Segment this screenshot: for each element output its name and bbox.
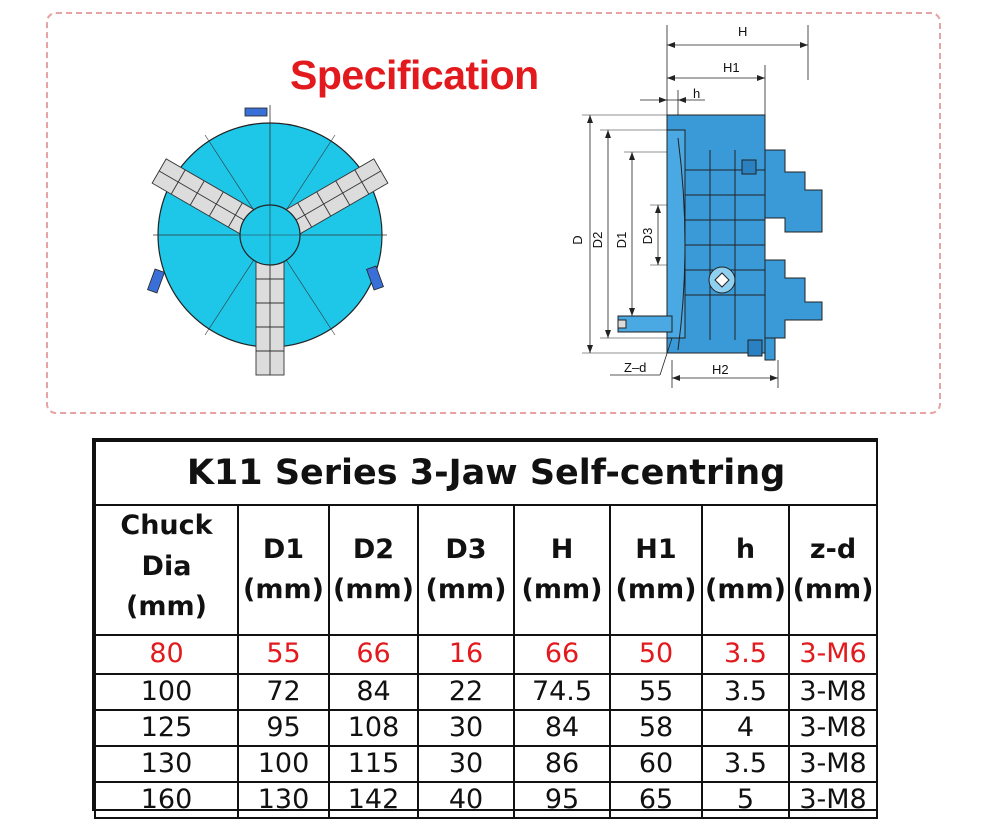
- cell: 80: [94, 634, 239, 675]
- cell: 3.5: [701, 745, 790, 783]
- cell: 125: [94, 709, 239, 747]
- header-d2: D2(mm): [328, 504, 419, 636]
- cell: 3-M8: [787, 745, 879, 783]
- chuck-front-view: [147, 105, 389, 376]
- cell: 3-M8: [787, 673, 879, 711]
- cell: 74.5: [513, 673, 611, 711]
- cell: 40: [417, 781, 515, 819]
- cell: 72: [237, 673, 330, 711]
- dim-label-H1: H1: [723, 60, 740, 75]
- specification-panel: [46, 12, 941, 414]
- cell: 95: [237, 709, 330, 747]
- table-row: 130 100 115 30 86 60 3.5 3-M8: [94, 745, 879, 783]
- cell: 66: [328, 634, 419, 675]
- dim-label-D3: D3: [640, 228, 655, 245]
- cell: 100: [94, 673, 239, 711]
- cell: 30: [417, 709, 515, 747]
- cell: 84: [328, 673, 419, 711]
- header-d3: D3(mm): [417, 504, 515, 636]
- table-row: 125 95 108 30 84 58 4 3-M8: [94, 709, 879, 747]
- header-h1: H1(mm): [609, 504, 703, 636]
- cell: 55: [609, 673, 703, 711]
- header-small-h: h(mm): [701, 504, 790, 636]
- chuck-body-side: [617, 114, 823, 361]
- cell: 65: [609, 781, 703, 819]
- cell: 84: [513, 709, 611, 747]
- dim-label-zd: Z–d: [624, 360, 646, 375]
- dim-label-D1: D1: [614, 232, 629, 249]
- cell: 100: [237, 745, 330, 783]
- specification-title: Specification: [290, 52, 539, 98]
- cell: 22: [417, 673, 515, 711]
- cell: 3-M6: [787, 634, 879, 675]
- cell: 50: [609, 634, 703, 675]
- cell: 142: [328, 781, 419, 819]
- header-d1: D1(mm): [237, 504, 330, 636]
- cell: 55: [237, 634, 330, 675]
- cell: 66: [513, 634, 611, 675]
- dim-label-D2: D2: [590, 232, 605, 249]
- cell: 130: [237, 781, 330, 819]
- cell: 16: [417, 634, 515, 675]
- table-title: K11 Series 3-Jaw Self-centring: [93, 440, 879, 506]
- cell: 86: [513, 745, 611, 783]
- cell: 130: [94, 745, 239, 783]
- cell: 5: [701, 781, 790, 819]
- dim-label-h: h: [693, 86, 700, 101]
- table-row: 160 130 142 40 95 65 5 3-M8: [94, 781, 879, 819]
- cell: 3-M8: [787, 709, 879, 747]
- table-row: 80 55 66 16 66 50 3.5 3-M6: [94, 634, 879, 675]
- dim-label-D: D: [570, 235, 585, 244]
- cell: 58: [609, 709, 703, 747]
- cell: 30: [417, 745, 515, 783]
- cell: 3.5: [701, 634, 790, 675]
- dim-label-H2: H2: [712, 362, 729, 377]
- cell: 3-M8: [787, 781, 879, 819]
- cell: 115: [328, 745, 419, 783]
- cell: 160: [94, 781, 239, 819]
- cell: 108: [328, 709, 419, 747]
- chuck-side-view: H H1 h: [570, 24, 823, 388]
- cell: 60: [609, 745, 703, 783]
- dim-label-H: H: [738, 24, 747, 39]
- cell: 4: [701, 709, 790, 747]
- jaw-bottom: [255, 250, 285, 376]
- header-h: H(mm): [513, 504, 611, 636]
- table-row: 100 72 84 22 74.5 55 3.5 3-M8: [94, 673, 879, 711]
- cell: 3.5: [701, 673, 790, 711]
- cell: 95: [513, 781, 611, 819]
- header-zd: z-d(mm): [787, 504, 879, 636]
